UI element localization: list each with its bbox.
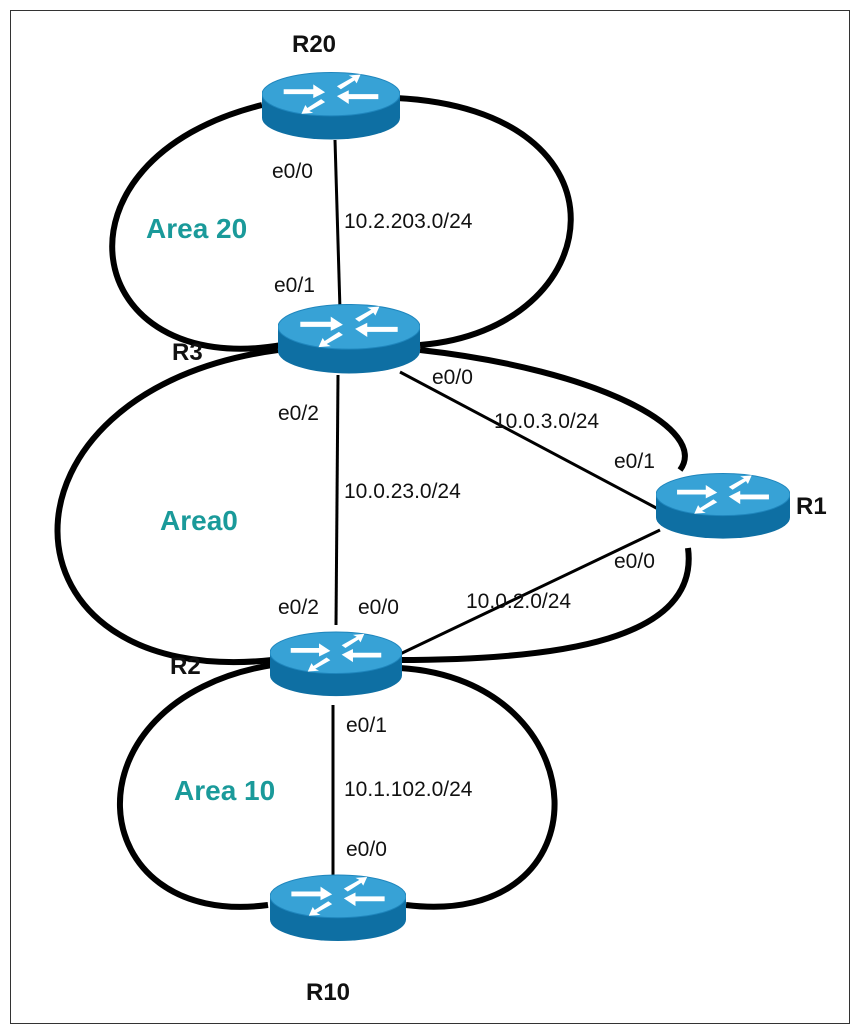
area20-loop	[109, 95, 574, 352]
router-r2[interactable]	[270, 631, 402, 697]
diagram-frame	[10, 10, 850, 1024]
if-label-r3-up: e0/1	[274, 274, 315, 297]
if-label-r3-right: e0/0	[432, 366, 473, 389]
router-name-r1: R1	[796, 493, 827, 520]
router-r10[interactable]	[270, 874, 406, 942]
router-r3-icon	[278, 304, 420, 374]
router-name-r10: R10	[306, 979, 350, 1006]
net-label-r3-r1: 10.0.3.0/24	[494, 410, 599, 433]
if-label-r3-down: e0/2	[278, 402, 319, 425]
router-r2-icon	[270, 631, 402, 697]
link-r3-r1	[399, 370, 661, 512]
net-label-r3-r2: 10.0.23.0/24	[344, 480, 461, 503]
link-r3-r2	[334, 374, 340, 626]
if-label-r2-down: e0/1	[346, 714, 387, 737]
router-name-r2: R2	[170, 653, 201, 680]
router-r20[interactable]	[262, 72, 400, 141]
if-label-r10-up: e0/0	[346, 838, 387, 861]
area-label-0: Area0	[160, 505, 238, 536]
router-r1-icon	[656, 472, 790, 540]
router-r1[interactable]	[656, 472, 790, 540]
links	[331, 139, 661, 875]
if-label-r1-down: e0/0	[614, 550, 655, 573]
router-r20-icon	[262, 72, 400, 141]
area0-right-loop	[397, 347, 692, 663]
router-name-r20: R20	[292, 31, 336, 58]
area-label-20: Area 20	[146, 213, 247, 244]
if-label-r2-up: e0/2	[278, 596, 319, 619]
net-label-r2-r10: 10.1.102.0/24	[344, 778, 473, 801]
if-label-r1-up: e0/1	[614, 450, 655, 473]
area-label-10: Area 10	[174, 775, 275, 806]
link-r20-r3	[333, 139, 342, 311]
area0-loop	[54, 347, 279, 665]
if-label-r2-right: e0/0	[358, 596, 399, 619]
area10-loop	[117, 662, 558, 910]
net-label-r2-r1: 10.0.2.0/24	[466, 590, 571, 613]
router-name-r3: R3	[172, 339, 203, 366]
net-label-r20-r3: 10.2.203.0/24	[344, 210, 473, 233]
if-label-r20-down: e0/0	[272, 160, 313, 183]
area-loops	[54, 95, 692, 910]
link-r2-r1	[397, 528, 661, 657]
router-r3[interactable]	[278, 304, 420, 374]
router-r10-icon	[270, 874, 406, 942]
